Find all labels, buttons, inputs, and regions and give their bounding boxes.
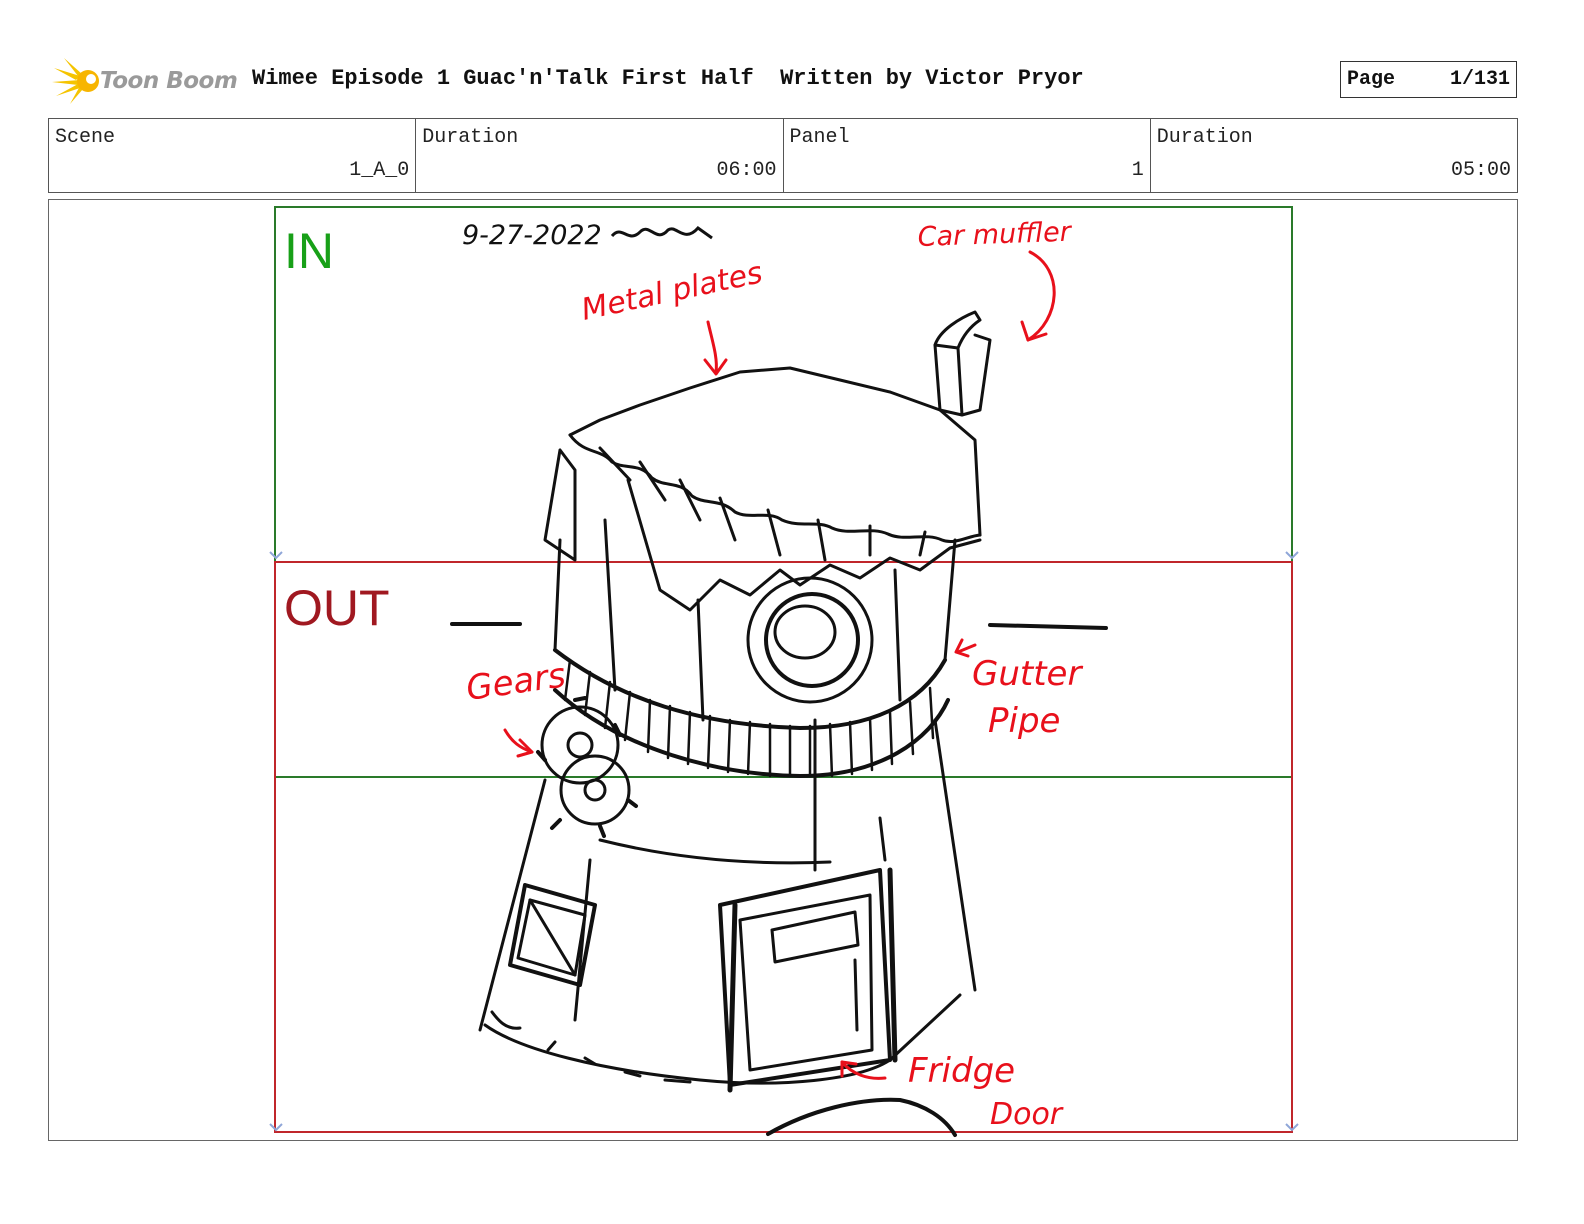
panel-cell: Panel 1 — [784, 119, 1151, 192]
logo-burst-icon — [52, 58, 99, 104]
panel-duration-label: Duration — [1156, 126, 1253, 149]
toon-boom-logo: Toon Boom — [50, 54, 240, 108]
panel-value: 1 — [1131, 159, 1144, 182]
scene-cell: Scene 1_A_0 — [49, 119, 417, 192]
page-label: Page — [1347, 68, 1396, 91]
scene-duration-label: Duration — [422, 126, 519, 149]
panel-duration-cell: Duration 05:00 — [1151, 119, 1517, 192]
document-title: Wimee Episode 1 Guac'n'Talk First Half W… — [252, 66, 1084, 91]
storyboard-panel — [48, 199, 1518, 1141]
scene-duration-value: 06:00 — [716, 159, 777, 182]
panel-label: Panel — [789, 126, 850, 149]
scene-duration-cell: Duration 06:00 — [416, 119, 784, 192]
scene-info-table: Scene 1_A_0 Duration 06:00 Panel 1 Durat… — [48, 118, 1518, 193]
page-indicator: Page 1/131 — [1340, 61, 1517, 98]
logo-wordmark: Toon Boom — [100, 68, 238, 94]
page-number: 1/131 — [1449, 68, 1510, 91]
scene-label: Scene — [55, 126, 116, 149]
scene-value: 1_A_0 — [349, 159, 410, 182]
panel-duration-value: 05:00 — [1450, 159, 1511, 182]
